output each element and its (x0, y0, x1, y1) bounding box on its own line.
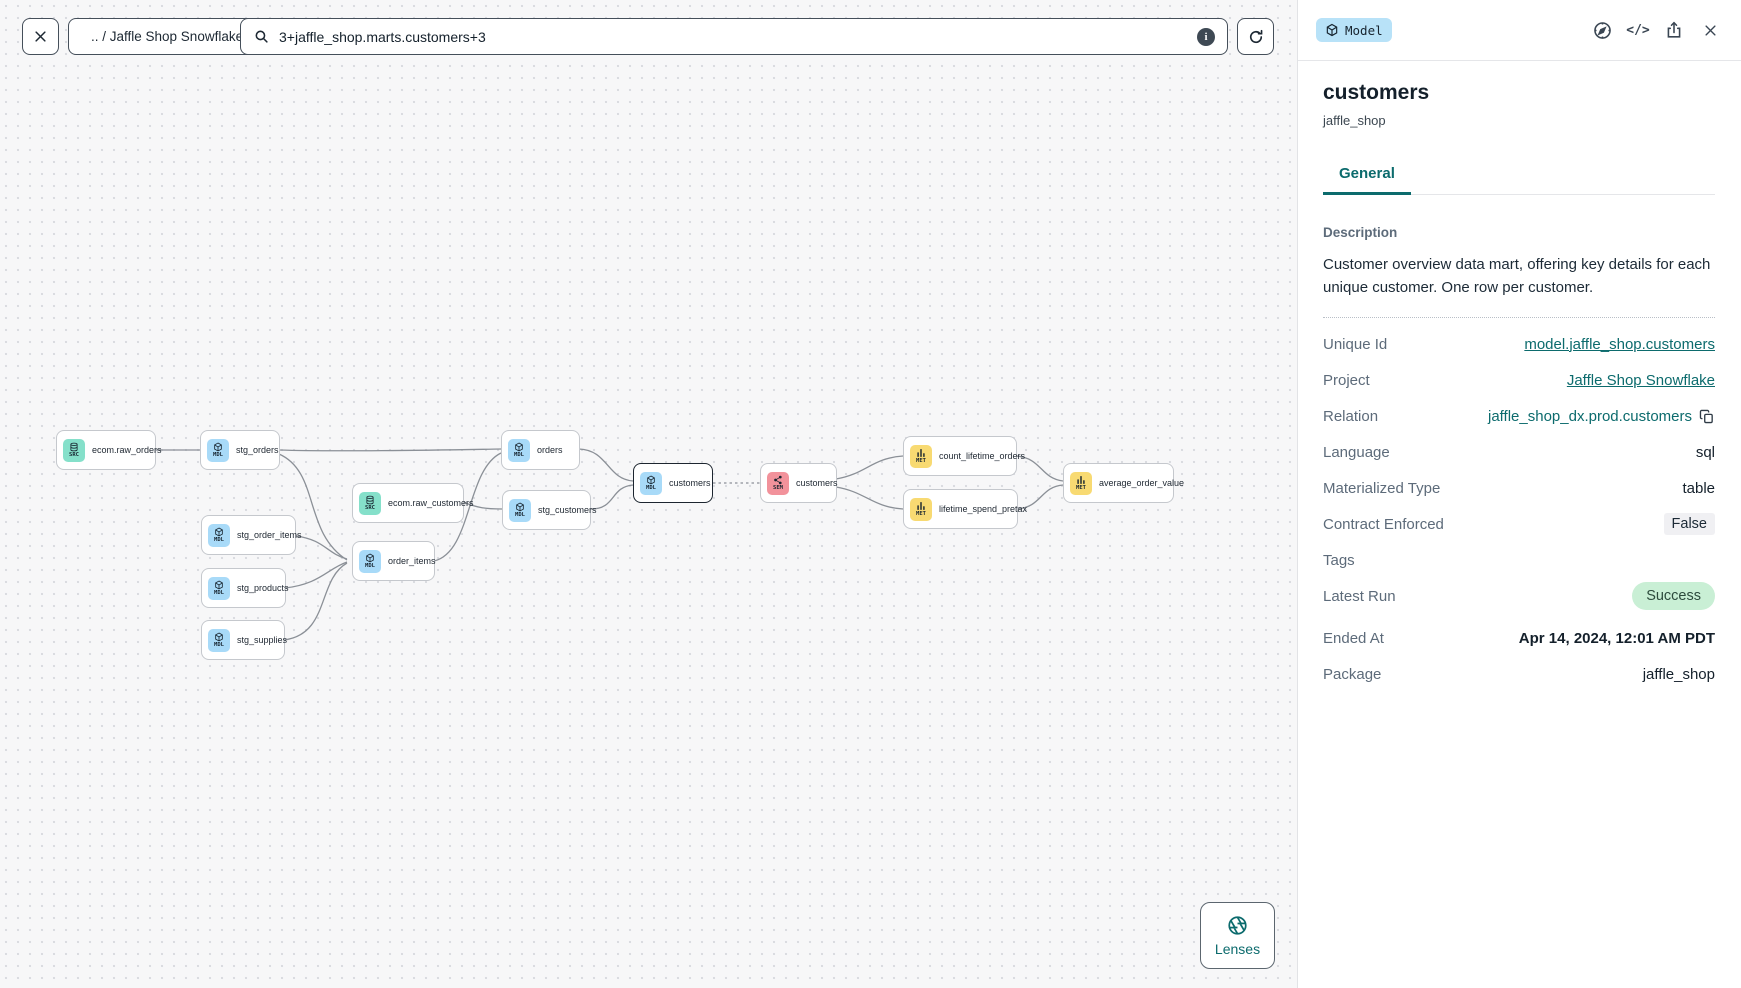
package-value: jaffle_shop (1642, 665, 1715, 683)
lineage-canvas[interactable]: SRC ecom.raw_orders MDL stg_orders SRC e… (0, 0, 1297, 988)
page-title: customers (1323, 81, 1430, 104)
node-orders[interactable]: MDL orders (501, 430, 580, 470)
search-icon (253, 28, 270, 45)
node-label: ecom.raw_orders (92, 445, 162, 455)
source-node-icon: SRC (359, 491, 381, 515)
node-customers-semantic[interactable]: SEM customers (760, 463, 838, 503)
field-tags: Tags (1323, 551, 1355, 569)
share-icon[interactable] (1663, 19, 1685, 41)
ended-at-value: Apr 14, 2024, 12:01 AM PDT (1518, 629, 1715, 647)
node-label: stg_products (237, 583, 289, 593)
node-label: stg_supplies (237, 635, 288, 645)
model-node-icon: MDL (640, 471, 662, 495)
description-text: Customer overview data mart, offering ke… (1323, 256, 1711, 296)
node-customers-model-selected[interactable]: MDL customers (633, 463, 713, 503)
metric-node-icon: MET (910, 497, 932, 521)
model-node-icon: MDL (207, 438, 229, 462)
field-package: Package jaffle_shop (1323, 665, 1715, 683)
lenses-button[interactable]: Lenses (1200, 902, 1275, 969)
field-relation: Relation jaffle_shop_dx.prod.customers (1323, 398, 1715, 434)
node-label: average_order_value (1099, 478, 1185, 488)
contract-enforced-chip: False (1663, 513, 1715, 535)
field-unique-id: Unique Id model.jaffle_shop.customers (1323, 335, 1715, 353)
node-label: stg_order_items (237, 530, 302, 540)
node-average-order-value[interactable]: MET average_order_value (1063, 463, 1184, 503)
node-count-lifetime-orders[interactable]: MET count_lifetime_orders (903, 436, 1025, 476)
breadcrumb[interactable]: .. / Jaffle Shop Snowflake (68, 18, 267, 55)
node-label: ecom.raw_customers (388, 498, 474, 508)
node-label: stg_customers (538, 505, 597, 515)
field-language: Language sql (1323, 443, 1715, 461)
explore-compass-icon[interactable] (1591, 19, 1613, 41)
model-node-icon: MDL (208, 523, 230, 547)
metric-node-icon: MET (910, 444, 932, 468)
metric-node-icon: MET (1070, 471, 1092, 495)
node-label: stg_orders (236, 445, 279, 455)
node-stg-products[interactable]: MDL stg_products (201, 568, 289, 608)
model-cube-icon (1325, 23, 1339, 37)
model-node-icon: MDL (208, 576, 230, 600)
status-badge: Success (1632, 582, 1715, 610)
semantic-model-node-icon: SEM (767, 471, 789, 495)
field-project: Project Jaffle Shop Snowflake (1323, 371, 1715, 389)
package-subtitle: jaffle_shop (1323, 113, 1386, 128)
view-code-icon[interactable]: </> (1626, 22, 1650, 38)
node-stg-order-items[interactable]: MDL stg_order_items (201, 515, 302, 555)
node-order-items[interactable]: MDL order_items (352, 541, 436, 581)
node-label: customers (796, 478, 838, 488)
copy-icon[interactable] (1698, 408, 1715, 425)
info-icon[interactable]: i (1197, 27, 1215, 46)
node-label: lifetime_spend_pretax (939, 504, 1028, 514)
node-stg-customers[interactable]: MDL stg_customers (502, 490, 597, 530)
field-latest-run: Latest Run Success (1323, 578, 1715, 614)
node-stg-supplies[interactable]: MDL stg_supplies (201, 620, 288, 660)
tab-general[interactable]: General (1323, 156, 1411, 195)
materialized-type-value: table (1682, 479, 1715, 497)
resource-type-badge: Model (1316, 18, 1392, 42)
project-link[interactable]: Jaffle Shop Snowflake (1566, 371, 1715, 389)
unique-id-link[interactable]: model.jaffle_shop.customers (1524, 335, 1715, 353)
model-node-icon: MDL (208, 628, 230, 652)
model-node-icon: MDL (509, 498, 531, 522)
refresh-button[interactable] (1237, 18, 1274, 55)
language-value: sql (1695, 443, 1715, 461)
source-node-icon: SRC (63, 438, 85, 462)
refresh-icon (1247, 28, 1265, 46)
close-icon (33, 29, 48, 44)
close-lineage-button[interactable] (22, 18, 59, 55)
model-node-icon: MDL (508, 438, 530, 462)
node-label: orders (537, 445, 563, 455)
field-materialized-type: Materialized Type table (1323, 479, 1715, 497)
divider (1323, 317, 1715, 318)
field-contract-enforced: Contract Enforced False (1323, 506, 1715, 542)
field-ended-at: Ended At Apr 14, 2024, 12:01 AM PDT (1323, 629, 1715, 647)
close-panel-icon[interactable] (1699, 19, 1721, 41)
node-stg-orders[interactable]: MDL stg_orders (200, 430, 280, 470)
node-label: customers (669, 478, 711, 488)
node-ecom-raw-orders[interactable]: SRC ecom.raw_orders (56, 430, 162, 470)
panel-tabs: General (1323, 156, 1715, 195)
relation-value: jaffle_shop_dx.prod.customers (1487, 407, 1692, 425)
panel-header: Model </> (1298, 0, 1741, 61)
details-panel: Model </> customers jaffle_shop General (1297, 0, 1741, 988)
lenses-aperture-icon (1226, 914, 1249, 937)
description-label: Description (1323, 225, 1398, 240)
detail-fields: Unique Id model.jaffle_shop.customers Pr… (1323, 326, 1715, 692)
node-lifetime-spend-pretax[interactable]: MET lifetime_spend_pretax (903, 489, 1027, 529)
lineage-search[interactable]: i (240, 18, 1228, 55)
node-ecom-raw-customers[interactable]: SRC ecom.raw_customers (352, 483, 474, 523)
lineage-edges (156, 448, 1064, 641)
node-label: order_items (388, 556, 436, 566)
model-node-icon: MDL (359, 549, 381, 573)
search-input[interactable] (279, 28, 1188, 45)
node-label: count_lifetime_orders (939, 451, 1026, 461)
